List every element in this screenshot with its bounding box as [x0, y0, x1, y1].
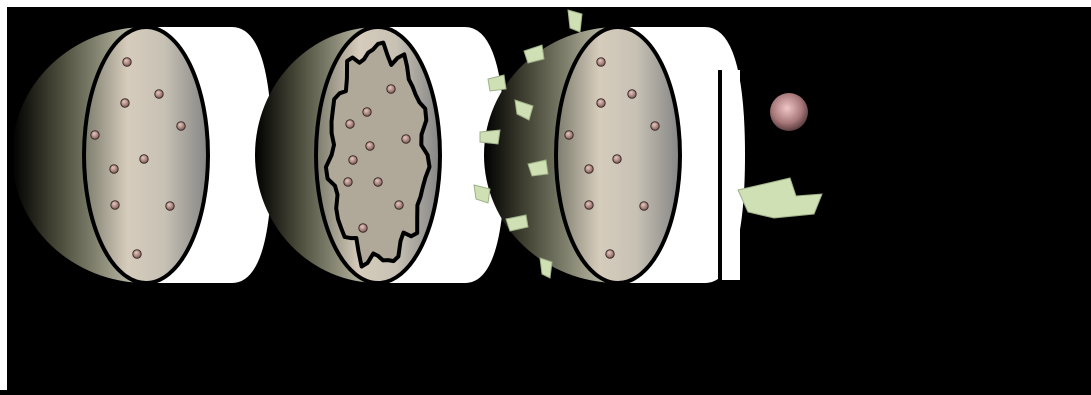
inclusion-dot — [585, 201, 593, 209]
inclusion-dot — [565, 131, 573, 139]
inclusion-dot — [374, 178, 382, 186]
inclusion-dot — [344, 178, 352, 186]
inclusion-dot — [613, 155, 621, 163]
flake-fragment — [540, 258, 552, 278]
inclusion-dot — [597, 99, 605, 107]
inclusion-dot — [123, 58, 131, 66]
particle-encapsulated — [255, 27, 505, 283]
inclusion-dot — [133, 250, 141, 258]
inclusion-dot — [402, 135, 410, 143]
inclusion-dot — [363, 108, 371, 116]
inclusion-dot — [597, 58, 605, 66]
inclusion-dot — [366, 142, 374, 150]
inclusion-dot — [111, 201, 119, 209]
frame-top-edge — [0, 0, 1091, 7]
inclusion-dot — [349, 156, 357, 164]
particle-fragmenting — [484, 27, 745, 283]
inclusion-dot — [140, 155, 148, 163]
flake-fragment — [480, 130, 500, 144]
legend-bracket — [722, 70, 740, 280]
inclusion-dot — [651, 122, 659, 130]
inclusion-dot — [395, 201, 403, 209]
frame-left-edge — [0, 0, 7, 390]
inclusion-dot — [628, 90, 636, 98]
inclusion-dot — [91, 131, 99, 139]
legend-dot-icon — [770, 93, 808, 131]
inclusion-dot — [359, 224, 367, 232]
inclusion-dot — [110, 165, 118, 173]
legend-flake-icon — [738, 178, 822, 218]
inclusion-dot — [640, 202, 648, 210]
inclusion-dot — [155, 90, 163, 98]
separator-bar — [718, 70, 722, 280]
inclusion-dot — [606, 250, 614, 258]
particle-uncoated — [12, 27, 272, 283]
inclusion-dot — [177, 122, 185, 130]
inclusion-dot — [121, 99, 129, 107]
inclusion-dot — [585, 165, 593, 173]
inclusion-dot — [387, 85, 395, 93]
inclusion-dot — [346, 120, 354, 128]
inclusion-dot — [166, 202, 174, 210]
flake-fragment — [568, 10, 582, 32]
